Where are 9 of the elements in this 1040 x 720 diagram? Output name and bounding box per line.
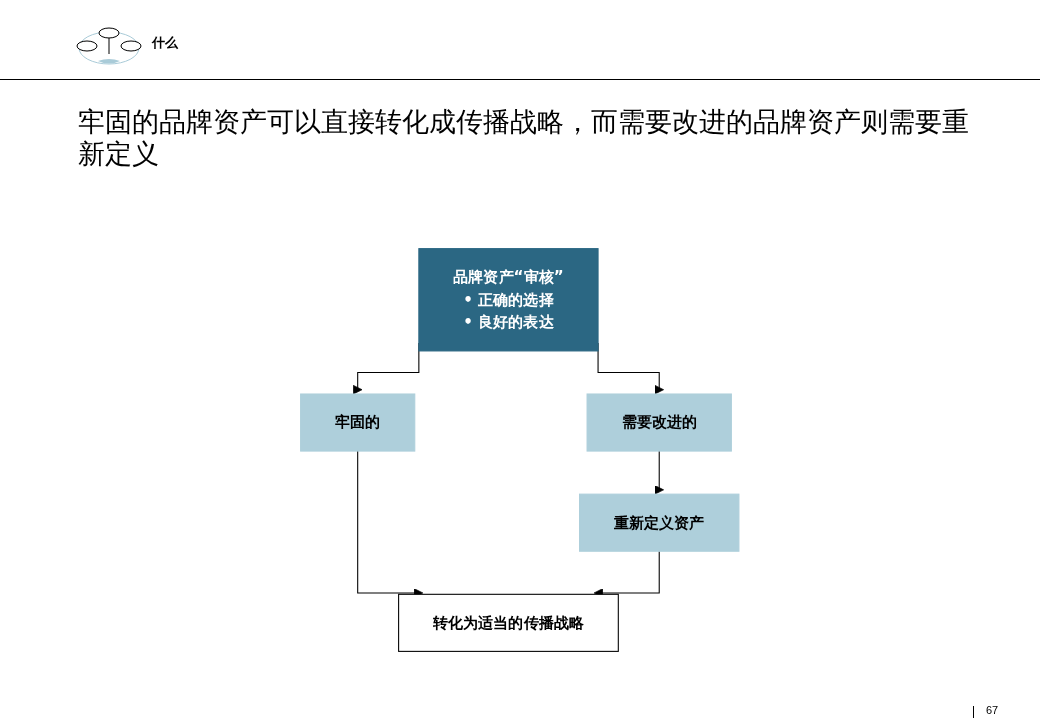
node-box: 品牌资产“审核” • 正确的选择 • 良好的表达 [418,248,599,352]
node-box: 转化为适当的传播战略 [398,593,620,652]
node-box: 需要改进的 [586,393,733,452]
page-number: 67 [986,704,999,716]
slide-title: 牢固的品牌资产可以直接转化成传播战略，而需要改进的品牌资产则需要重新定义 [78,106,970,170]
node-box: 牢固的 [300,393,416,452]
node-box: 重新定义资产 [579,493,740,552]
arrow [654,450,665,495]
section-label: 什么 [152,34,178,52]
